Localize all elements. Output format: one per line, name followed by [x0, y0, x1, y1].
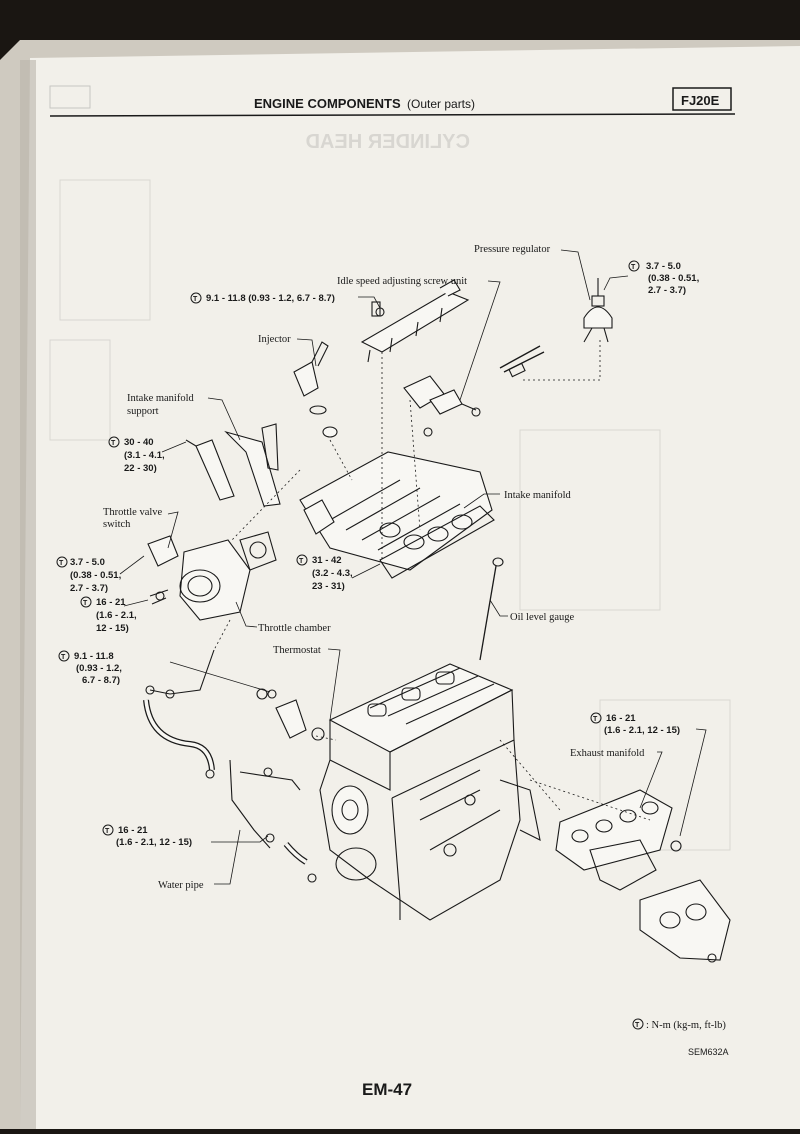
torque-symbol: T	[593, 716, 598, 723]
torque-value: 3.7 - 5.0	[70, 557, 105, 568]
torque-thermostat: T 9.1 - 11.8 (0.93 - 1.2, 6.7 - 8.7)	[58, 650, 122, 686]
manifold-support-part	[185, 423, 281, 507]
torque-value: 23 - 31)	[312, 581, 345, 592]
torque-value: (0.38 - 0.51,	[648, 273, 699, 284]
part-labels: Pressure regulator Idle speed adjusting …	[103, 244, 645, 891]
label-oil-level-gauge: Oil level gauge	[510, 612, 574, 623]
model-code: FJ20E	[681, 93, 720, 108]
engine-block-part	[319, 663, 541, 921]
torque-water-pipe: T 16 - 21 (1.6 - 2.1, 12 - 15)	[102, 824, 192, 848]
label-throttle-chamber: Throttle chamber	[258, 623, 331, 634]
label-water-pipe: Water pipe	[158, 880, 204, 891]
oil-gauge-part	[479, 557, 504, 661]
torque-intake-manifold: T 31 - 42 (3.2 - 4.3, 23 - 31)	[296, 554, 353, 592]
header: ENGINE COMPONENTS (Outer parts) FJ20E	[49, 85, 736, 117]
torque-value: (1.6 - 2.1,	[96, 610, 137, 621]
header-rule	[49, 113, 736, 117]
page-paper	[20, 46, 800, 1129]
torque-value: 30 - 40	[124, 437, 154, 448]
torque-symbol: T	[83, 600, 88, 607]
torque-value: (0.93 - 1.2,	[76, 663, 122, 674]
exhaust-manifold-part	[555, 789, 731, 963]
torque-value: 12 - 15)	[96, 623, 129, 634]
bleed-code-box	[49, 85, 91, 109]
label-throttle-valve-switch-1: Throttle valve	[103, 507, 163, 518]
label-intake-manifold: Intake manifold	[504, 490, 572, 501]
torque-throttle-switch: T 3.7 - 5.0 (0.38 - 0.51, 2.7 - 3.7)	[56, 556, 121, 594]
torque-symbol: T	[105, 828, 110, 835]
torque-exhaust-manifold: T 16 - 21 (1.6 - 2.1, 12 - 15)	[590, 712, 680, 736]
label-intake-manifold-support-1: Intake manifold	[127, 393, 195, 404]
torque-value: (3.1 - 4.1,	[124, 450, 165, 461]
pressure-regulator-part	[499, 278, 613, 378]
torque-symbol: T	[631, 264, 636, 271]
intake-manifold-part	[299, 451, 495, 579]
injector-part	[293, 341, 338, 438]
torque-value: (0.38 - 0.51,	[70, 570, 121, 581]
exploded-diagram	[119, 249, 731, 963]
label-idle-speed-screw: Idle speed adjusting screw unit	[337, 276, 467, 287]
svg-text:CYLINDER HEAD: CYLINDER HEAD	[306, 131, 470, 153]
torque-value: 16 - 21	[606, 713, 636, 724]
torque-pressure-regulator: T 3.7 - 5.0 (0.38 - 0.51, 2.7 - 3.7)	[628, 260, 699, 296]
assembly-lines	[213, 340, 651, 821]
label-intake-manifold-support-2: support	[127, 406, 159, 417]
torque-value: 16 - 21	[96, 597, 126, 608]
label-throttle-valve-switch-2: switch	[103, 519, 131, 530]
legend-torque-icon	[632, 1018, 644, 1030]
label-injector: Injector	[258, 334, 291, 345]
torque-value: (1.6 - 2.1, 12 - 15)	[116, 837, 192, 848]
model-code-box	[672, 87, 732, 111]
torque-value: 9.1 - 11.8	[74, 651, 114, 662]
leader-lines	[119, 249, 707, 885]
label-exhaust-manifold: Exhaust manifold	[570, 748, 645, 759]
throttle-chamber-part	[147, 531, 277, 621]
torque-value: 9.1 - 11.8 (0.93 - 1.2, 6.7 - 8.7)	[206, 293, 335, 304]
torque-value: 22 - 30)	[124, 463, 157, 474]
torque-throttle-chamber: T 16 - 21 (1.6 - 2.1, 12 - 15)	[80, 596, 137, 634]
torque-value: 16 - 21	[118, 825, 148, 836]
torque-symbol: T	[59, 560, 64, 567]
torque-value: 31 - 42	[312, 555, 342, 566]
page-title: ENGINE COMPONENTS	[254, 96, 401, 111]
torque-manifold-support: T 30 - 40 (3.1 - 4.1, 22 - 30)	[108, 436, 165, 474]
coolant-hoses	[143, 649, 308, 865]
torque-value: 3.7 - 5.0	[646, 261, 681, 272]
torque-value: 2.7 - 3.7)	[648, 285, 686, 296]
thermostat-part	[256, 688, 325, 741]
torque-idle-screw: T 9.1 - 11.8 (0.93 - 1.2, 6.7 - 8.7)	[190, 292, 335, 304]
torque-symbol: T	[299, 558, 304, 565]
torque-value: (1.6 - 2.1, 12 - 15)	[604, 725, 680, 736]
page-number: EM-47	[362, 1080, 412, 1099]
torque-specs: T 3.7 - 5.0 (0.38 - 0.51, 2.7 - 3.7) T 9…	[56, 260, 699, 848]
binding-shadow	[20, 60, 36, 1129]
legend-torque-symbol: T	[635, 1022, 640, 1029]
label-pressure-regulator: Pressure regulator	[474, 244, 551, 255]
torque-value: (3.2 - 4.3,	[312, 568, 353, 579]
label-thermostat: Thermostat	[273, 645, 321, 656]
torque-value: 6.7 - 8.7)	[82, 675, 120, 686]
fuel-rail	[360, 279, 470, 363]
torque-symbol: T	[111, 440, 116, 447]
bleed-through: CYLINDER HEAD	[49, 131, 731, 851]
torque-symbol: T	[193, 296, 198, 303]
figure-code: SEM632A	[688, 1047, 729, 1057]
torque-value: 2.7 - 3.7)	[70, 583, 108, 594]
torque-symbol: T	[61, 654, 66, 661]
page-subtitle: (Outer parts)	[407, 97, 475, 111]
footer: T : N-m (kg-m, ft-lb) SEM632A EM-47	[362, 1018, 729, 1099]
legend-text: : N-m (kg-m, ft-lb)	[646, 1020, 726, 1031]
